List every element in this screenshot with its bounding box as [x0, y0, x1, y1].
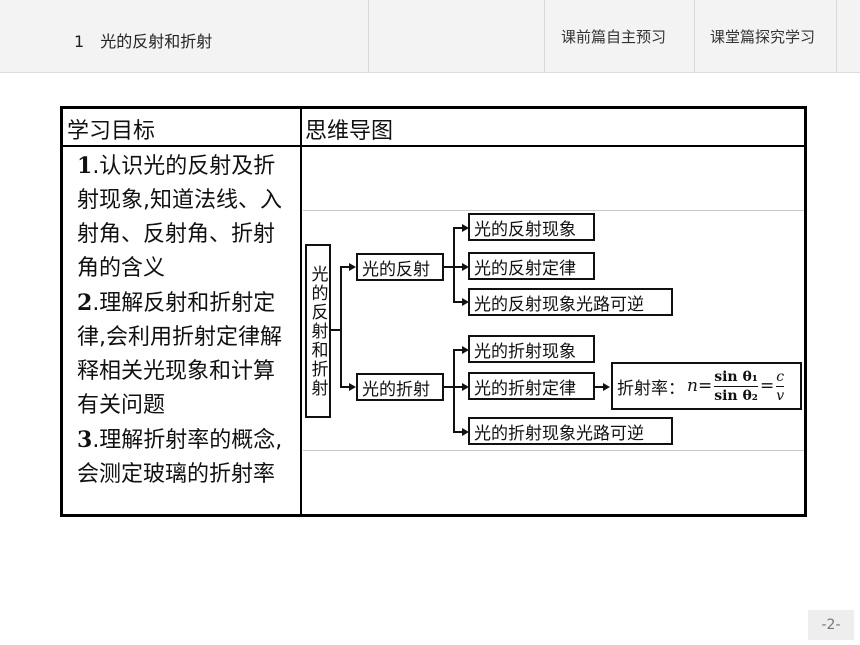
divider	[368, 0, 369, 72]
reflection-node: 光的反射	[356, 253, 444, 281]
divider	[836, 0, 837, 72]
learning-table: 学习目标 思维导图 1.认识光的反射及折射现象,知道法线、入射角、反射角、折射角…	[60, 106, 807, 517]
arrow-icon	[462, 298, 469, 306]
connector-line	[444, 266, 454, 268]
formula-fraction: sin θ₁ sin θ₂	[714, 369, 758, 404]
fraction-denominator: sin θ₂	[714, 387, 758, 404]
connector-line	[595, 386, 605, 388]
top-navigation-bar: 1 光的反射和折射 课前篇自主预习 课堂篇探究学习	[0, 0, 860, 73]
arrow-icon	[462, 224, 469, 232]
arrow-icon	[603, 383, 610, 391]
reflection-reversible-node: 光的反射现象光路可逆	[468, 288, 673, 316]
fraction-numerator: c	[776, 368, 785, 385]
refraction-reversible-node: 光的折射现象光路可逆	[468, 417, 673, 445]
fraction-bar	[776, 385, 785, 387]
connector-line	[454, 266, 464, 268]
column-separator	[300, 109, 302, 514]
refractive-index-formula: 折射率： n= sin θ₁ sin θ₂ = c v	[611, 362, 802, 410]
connector-line	[454, 431, 464, 433]
arrow-icon	[462, 383, 469, 391]
arrow-icon	[462, 428, 469, 436]
connector-line	[454, 349, 464, 351]
divider	[544, 0, 545, 72]
formula-variable: n=	[687, 376, 713, 396]
fraction-bar	[714, 385, 758, 387]
connector-line	[340, 266, 342, 388]
goal-item: 3.理解折射率的概念,会测定玻璃的折射率	[77, 427, 283, 487]
learning-goals: 1.认识光的反射及折射现象,知道法线、入射角、反射角、折射角的含义 2.理解反射…	[77, 149, 293, 492]
connector-line	[331, 329, 341, 331]
formula-equals: =	[759, 376, 775, 396]
reflection-phenomenon-node: 光的反射现象	[468, 213, 595, 241]
fraction-numerator: sin θ₁	[714, 368, 758, 385]
chapter-number: 1	[74, 32, 85, 51]
arrow-icon	[349, 383, 356, 391]
divider	[303, 450, 804, 451]
refraction-law-node: 光的折射定律	[468, 372, 595, 400]
refraction-phenomenon-node: 光的折射现象	[468, 335, 595, 363]
tab-classroom[interactable]: 课堂篇探究学习	[710, 28, 816, 46]
mindmap-root: 光的反射和折射	[305, 244, 331, 418]
connector-line	[454, 227, 464, 229]
divider	[303, 210, 804, 211]
connector-line	[341, 266, 351, 268]
refraction-node: 光的折射	[356, 373, 444, 401]
chapter-name: 光的反射和折射	[100, 32, 213, 51]
arrow-icon	[462, 346, 469, 354]
goal-item: 1.认识光的反射及折射现象,知道法线、入射角、反射角、折射角的含义	[77, 153, 282, 281]
reflection-law-node: 光的反射定律	[468, 252, 595, 280]
connector-line	[453, 349, 455, 433]
connector-line	[341, 386, 351, 388]
header-separator	[63, 145, 804, 147]
connector-line	[454, 386, 464, 388]
formula-fraction: c v	[776, 368, 785, 404]
goal-item: 2.理解反射和折射定律,会利用折射定律解释相关光现象和计算有关问题	[77, 290, 282, 418]
mindmap-header: 思维导图	[305, 119, 394, 144]
chapter-title: 1 光的反射和折射	[74, 28, 212, 52]
connector-line	[453, 227, 455, 303]
fraction-denominator: v	[776, 387, 785, 404]
goals-header: 学习目标	[67, 119, 156, 144]
page-number: -2-	[808, 610, 854, 640]
formula-label: 折射率：	[617, 378, 685, 399]
connector-line	[444, 386, 454, 388]
arrow-icon	[462, 263, 469, 271]
divider	[694, 0, 695, 72]
arrow-icon	[349, 263, 356, 271]
connector-line	[454, 301, 464, 303]
tab-preview[interactable]: 课前篇自主预习	[561, 28, 667, 46]
